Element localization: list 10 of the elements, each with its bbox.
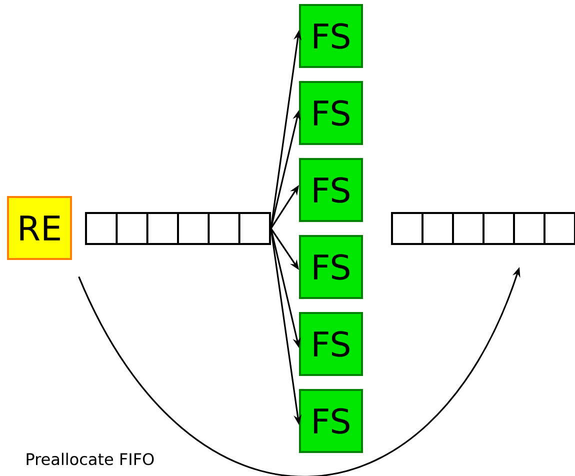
process-box: FS xyxy=(299,389,363,453)
queue-drawing xyxy=(391,212,575,245)
queue-drawing xyxy=(85,212,271,245)
process-box: FS xyxy=(299,312,363,376)
edge-label: Preallocate FIFO xyxy=(24,452,156,466)
process-box: FS xyxy=(299,81,363,145)
process-box: FS xyxy=(299,158,363,222)
process-box: RE xyxy=(7,196,72,260)
process-box: FS xyxy=(299,4,363,68)
process-box: FS xyxy=(299,235,363,299)
